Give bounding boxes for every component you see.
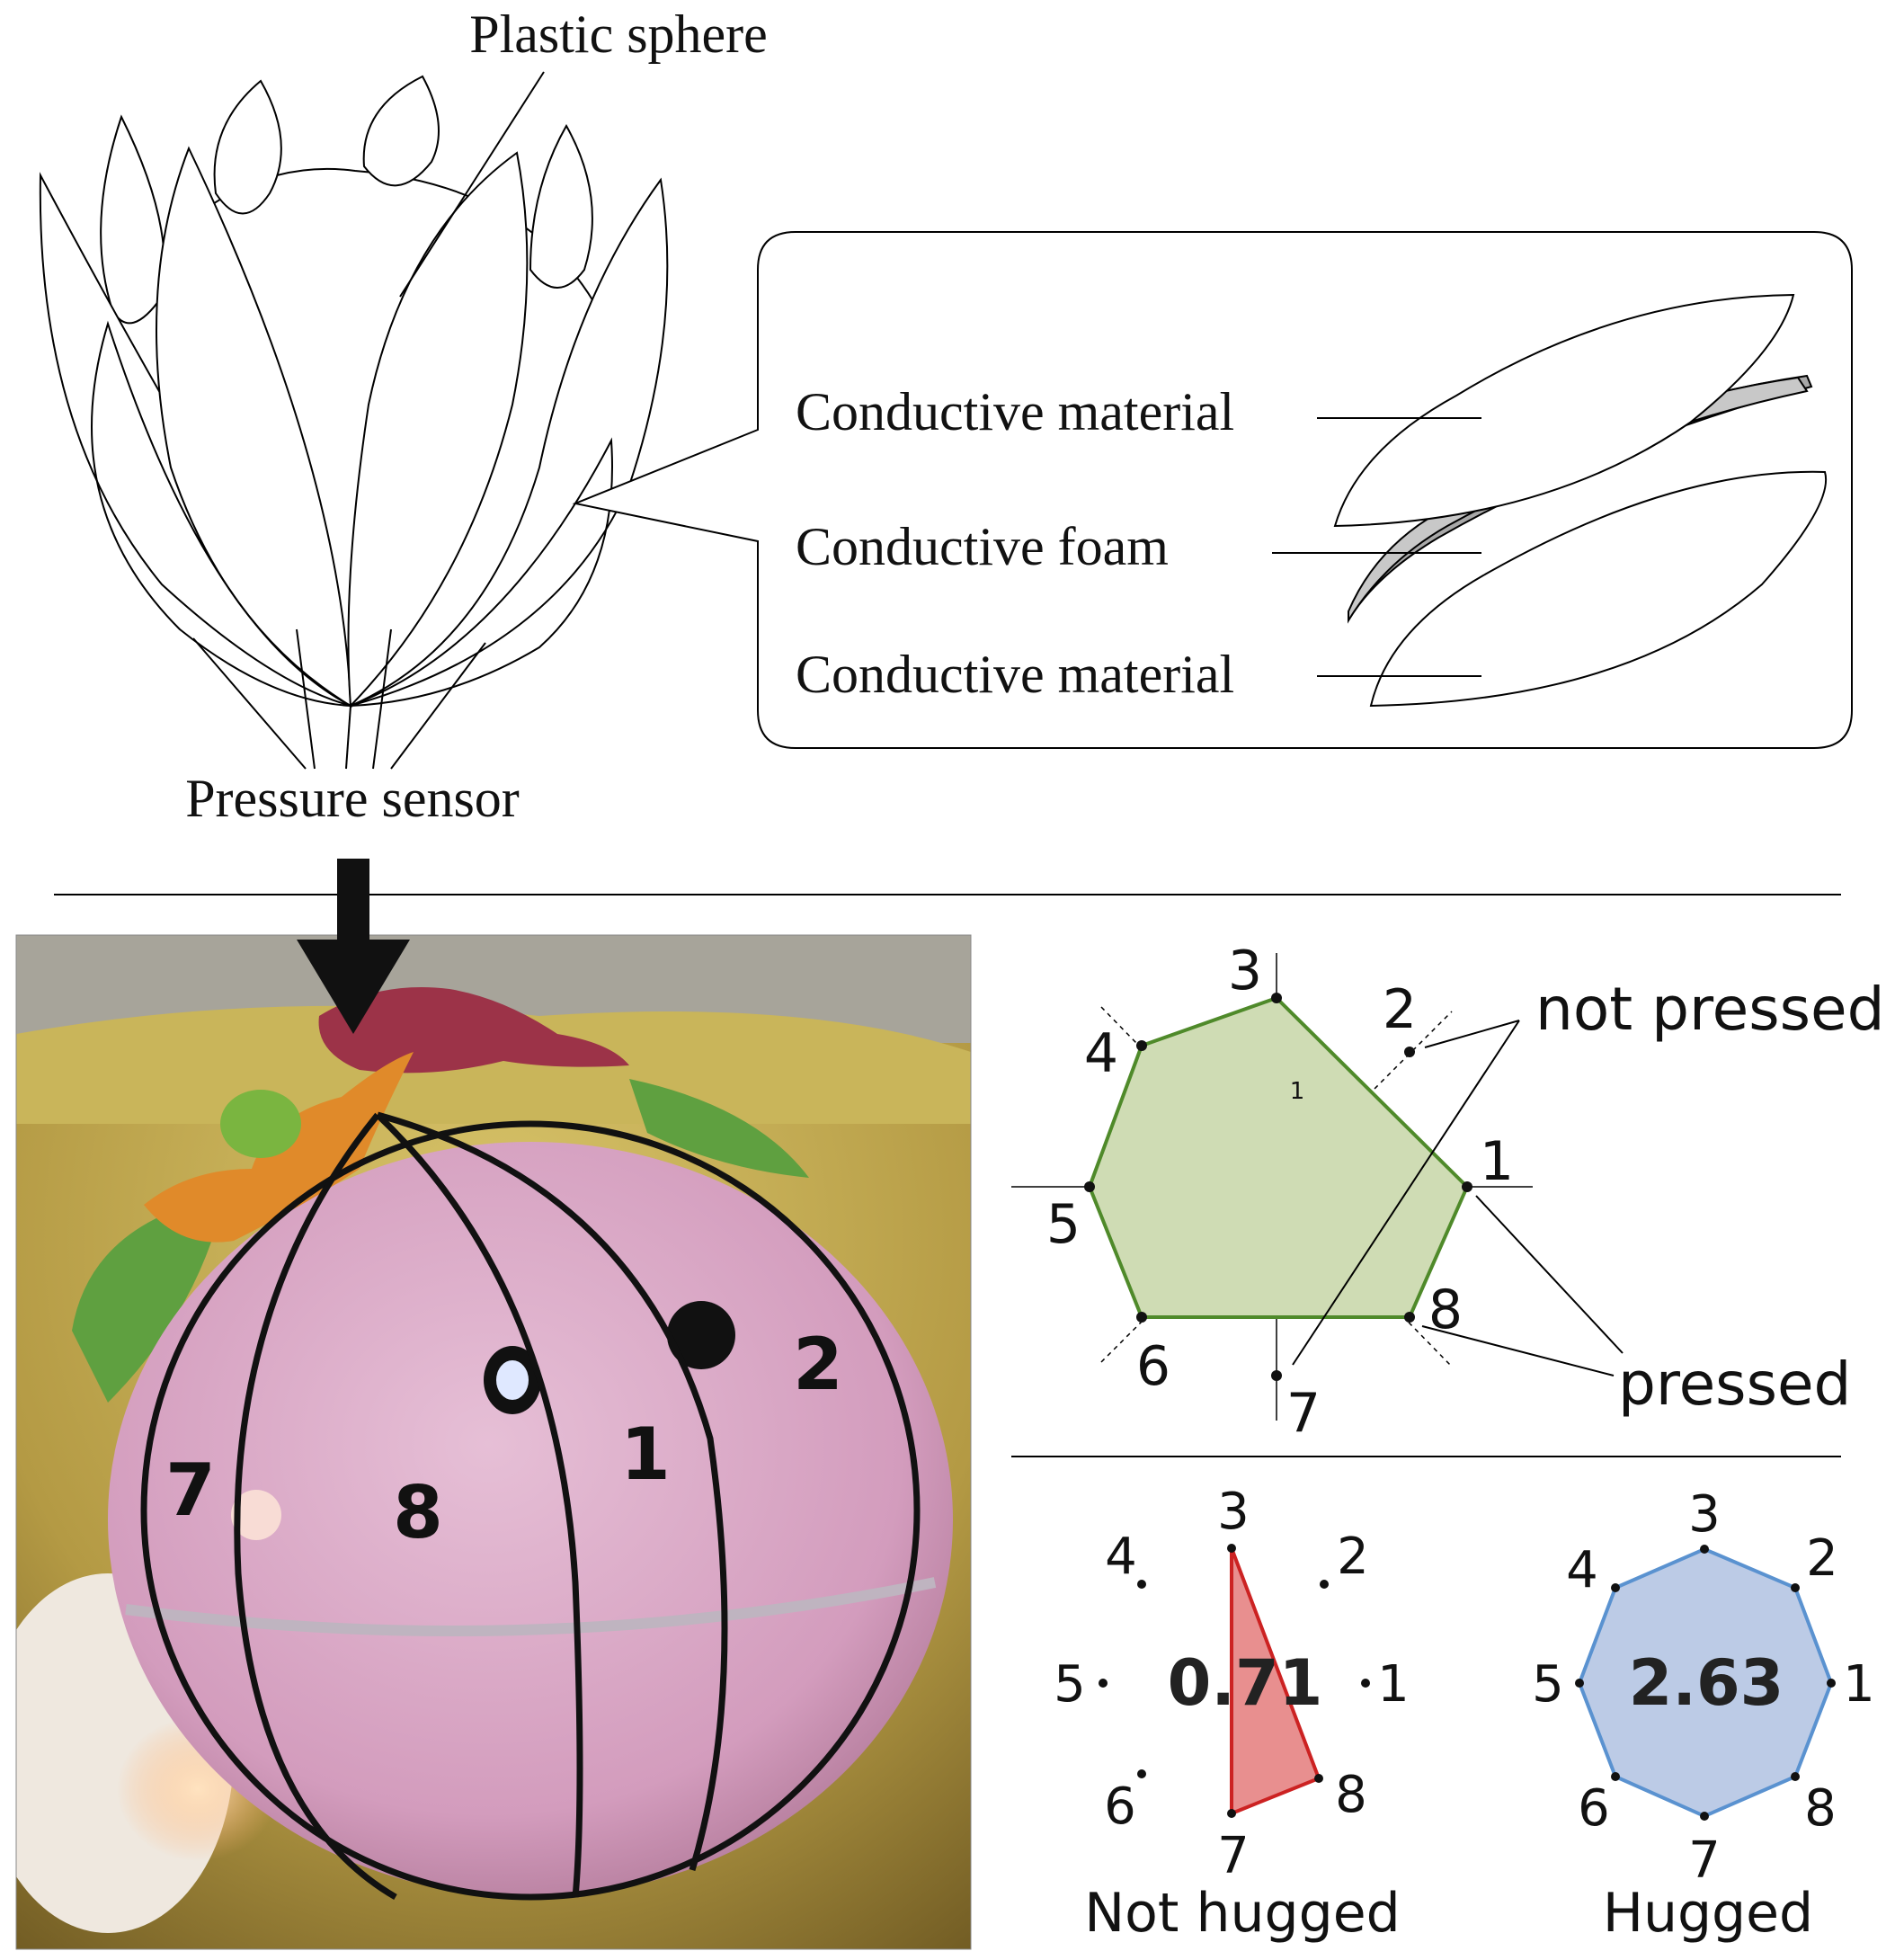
- radar-label-4: 4: [1084, 1022, 1118, 1085]
- photo-segment-label-2: 2: [793, 1323, 843, 1406]
- radar-label-2: 2: [1383, 978, 1417, 1041]
- bottom-conductive-layer: [1369, 470, 1828, 708]
- petal-back-1: [100, 114, 165, 325]
- sensor-wires: [192, 628, 486, 770]
- hugged-label-4: 4: [1566, 1541, 1598, 1599]
- radar-label-1: 1: [1480, 1130, 1514, 1193]
- radar-label-8: 8: [1428, 1278, 1463, 1341]
- layer-stack-illustration: [1272, 293, 1828, 708]
- not-hugged-label-3: 3: [1217, 1483, 1250, 1541]
- not-hugged-label-6: 6: [1104, 1777, 1136, 1836]
- photo-segment-label-7: 7: [165, 1448, 216, 1532]
- top-conductive-layer: [1333, 293, 1795, 528]
- pressed-label: pressed: [1618, 1350, 1851, 1419]
- felt-frog: [220, 1090, 301, 1158]
- hugged-label-1: 1: [1843, 1655, 1875, 1714]
- not-hugged-label-4: 4: [1105, 1528, 1137, 1586]
- pressure-sensor-label: Pressure sensor: [185, 769, 520, 828]
- conductive-material-top-label: Conductive material: [796, 382, 1234, 441]
- photo-segment-label-1: 1: [620, 1412, 671, 1496]
- conductive-material-bottom-label: Conductive material: [796, 645, 1234, 704]
- conductive-foam-label: Conductive foam: [796, 517, 1169, 576]
- not-hugged-label-2: 2: [1337, 1528, 1369, 1586]
- eye-right: [667, 1301, 735, 1369]
- hugged-value: 2.63: [1629, 1646, 1784, 1720]
- petal-sphere-drawing: [39, 71, 669, 770]
- hugged-label-6: 6: [1578, 1779, 1610, 1838]
- hugged-label-2: 2: [1806, 1529, 1838, 1588]
- radar-label-7: 7: [1286, 1382, 1321, 1445]
- not-hugged-label-7: 7: [1217, 1827, 1250, 1885]
- hugged-label-7: 7: [1688, 1831, 1721, 1890]
- plastic-sphere-pointer: [399, 71, 545, 298]
- radar-label-5: 5: [1046, 1193, 1081, 1256]
- radar-diagram: [1011, 953, 1624, 1421]
- felt-leaf: [72, 1196, 225, 1403]
- radar-label-6: 6: [1136, 1335, 1170, 1398]
- radar-points: [1084, 993, 1472, 1381]
- not-hugged-caption: Not hugged: [1084, 1882, 1400, 1945]
- hugged-diagram: [1575, 1545, 1836, 1821]
- petal-back-3: [362, 75, 440, 187]
- felt-flower-red: [318, 987, 629, 1074]
- not-hugged-label-8: 8: [1335, 1766, 1367, 1824]
- petal-back-2: [213, 79, 282, 215]
- radar-scale-label: 1: [1290, 1078, 1305, 1105]
- hugged-caption: Hugged: [1603, 1882, 1813, 1945]
- not-pressed-label: not pressed: [1535, 975, 1885, 1044]
- hugged-label-8: 8: [1804, 1779, 1837, 1838]
- sphere-outline: [140, 1120, 921, 1901]
- down-arrow-icon: [297, 859, 410, 1034]
- not-hugged-polygon: [1230, 1547, 1321, 1816]
- photo-segment-label-8: 8: [393, 1471, 443, 1555]
- radar-leader-lines: [1292, 1020, 1624, 1376]
- not-hugged-label-5: 5: [1054, 1655, 1086, 1714]
- hugged-label-5: 5: [1532, 1655, 1564, 1714]
- not-hugged-diagram: [1099, 1544, 1370, 1818]
- petal-back-4: [529, 123, 593, 289]
- petal-front: [91, 320, 613, 708]
- not-hugged-value: 0.71: [1168, 1646, 1323, 1720]
- photo-panel: [16, 935, 971, 1949]
- radar-label-3: 3: [1228, 940, 1262, 1002]
- hugged-label-3: 3: [1688, 1485, 1721, 1544]
- sensor-segment-lines: [140, 1111, 921, 1901]
- pink-ball: [108, 1142, 953, 1897]
- not-hugged-label-1: 1: [1377, 1655, 1410, 1714]
- plastic-sphere-label: Plastic sphere: [469, 4, 768, 64]
